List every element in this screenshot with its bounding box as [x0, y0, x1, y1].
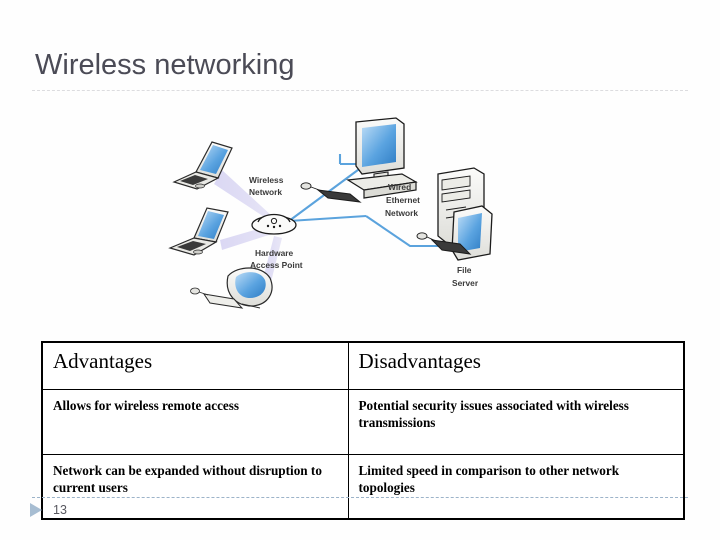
file-server-icon: [416, 167, 493, 261]
svg-text:Wireless: Wireless: [249, 175, 284, 185]
svg-text:Network: Network: [385, 208, 418, 218]
cell-advantage-1: Allows for wireless remote access: [41, 389, 349, 455]
svg-text:Wired: Wired: [388, 182, 411, 192]
table-row: Network can be expanded without disrupti…: [41, 454, 685, 520]
slide-footer: 13: [30, 503, 67, 517]
laptop-middle-icon: [168, 207, 229, 256]
table-header-row: Advantages Disadvantages: [41, 341, 685, 390]
diagram-label-file-server: File Server: [452, 265, 479, 288]
cell-disadvantage-2: Limited speed in comparison to other net…: [347, 454, 685, 520]
wireless-network-diagram: Wireless Network Hardware Access Point W…: [150, 108, 540, 333]
imac-bottom-icon: [190, 267, 273, 309]
title-divider: [32, 90, 688, 91]
laptop-top-icon: [172, 141, 233, 190]
svg-text:Access Point: Access Point: [250, 260, 303, 270]
advantages-disadvantages-table: Advantages Disadvantages Allows for wire…: [41, 341, 685, 520]
footer-divider: [32, 497, 688, 498]
play-triangle-icon: [30, 503, 42, 517]
page-title: Wireless networking: [35, 49, 295, 81]
svg-text:File: File: [457, 265, 472, 275]
diagram-label-hardware-access-point: Hardware Access Point: [250, 248, 303, 270]
access-point-icon: [251, 213, 297, 235]
cell-advantage-2: Network can be expanded without disrupti…: [41, 454, 349, 520]
svg-text:Ethernet: Ethernet: [386, 195, 420, 205]
desktop-pc-icon: [300, 117, 418, 203]
diagram-label-wireless-network: Wireless Network: [249, 175, 284, 197]
svg-text:Hardware: Hardware: [255, 248, 294, 258]
table-row: Allows for wireless remote access Potent…: [41, 389, 685, 455]
svg-text:Server: Server: [452, 278, 479, 288]
diagram-label-wired-ethernet-network: Wired Ethernet Network: [385, 182, 420, 218]
column-header-advantages: Advantages: [41, 341, 349, 390]
column-header-disadvantages: Disadvantages: [347, 341, 685, 390]
svg-text:Network: Network: [249, 187, 282, 197]
cell-disadvantage-1: Potential security issues associated wit…: [347, 389, 685, 455]
page-number: 13: [53, 503, 67, 517]
